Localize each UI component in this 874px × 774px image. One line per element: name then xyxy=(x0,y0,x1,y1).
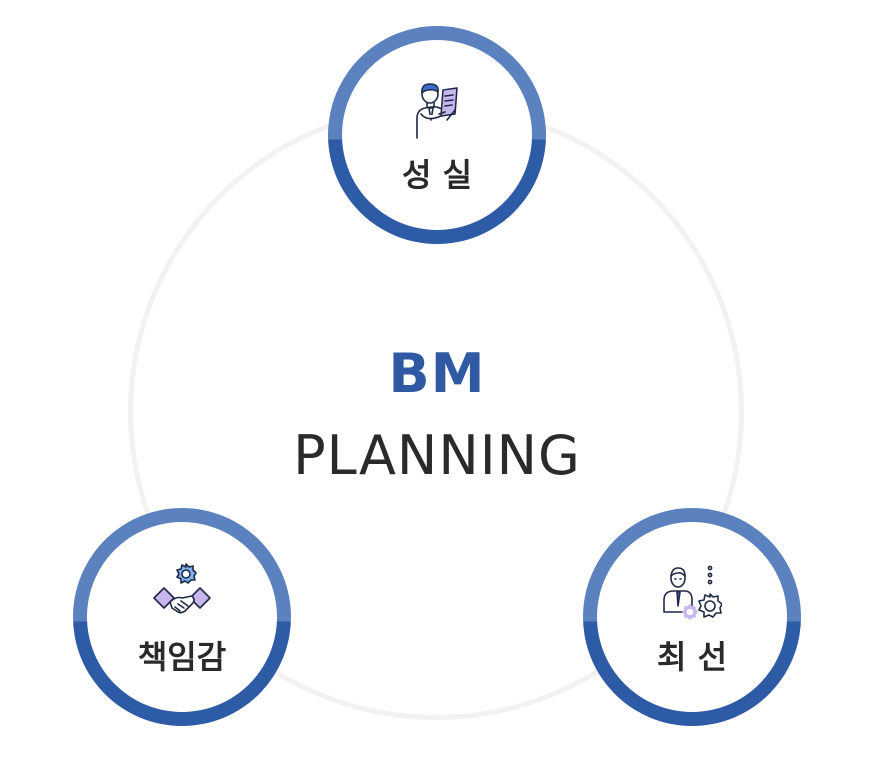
center-title-planning: PLANNING xyxy=(293,424,581,487)
businessman-document-icon xyxy=(407,80,467,140)
value-node-inner: 성 실 xyxy=(342,40,532,230)
value-label-best-effort: 최 선 xyxy=(656,638,728,676)
value-label-sincerity: 성 실 xyxy=(401,156,473,194)
handshake-gear-icon xyxy=(152,562,212,622)
center-title-bm: BM xyxy=(388,342,486,405)
value-node-inner: 최 선 xyxy=(597,522,787,712)
value-node-inner: 책임감 xyxy=(87,522,277,712)
value-node-responsibility: 책임감 xyxy=(73,508,291,726)
businessman-gears-icon xyxy=(662,562,722,622)
value-label-responsibility: 책임감 xyxy=(137,638,227,676)
value-node-best-effort: 최 선 xyxy=(583,508,801,726)
value-node-sincerity: 성 실 xyxy=(328,26,546,244)
